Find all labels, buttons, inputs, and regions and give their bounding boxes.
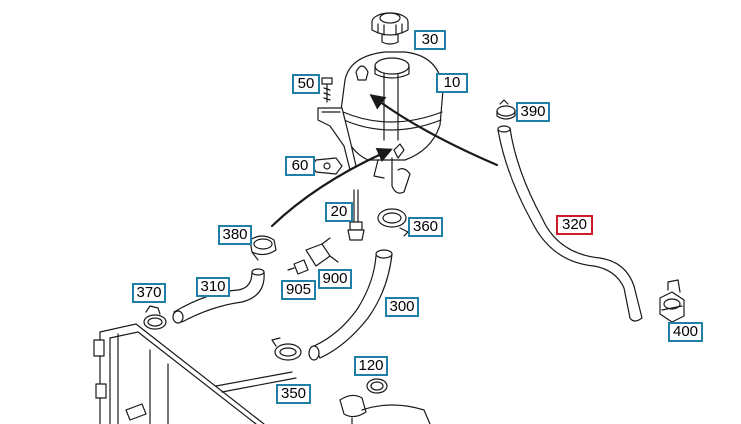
flow-arrow-feed [270, 147, 393, 228]
callout-400[interactable]: 400 [668, 322, 703, 342]
clamp-350-part [271, 337, 302, 361]
callout-370[interactable]: 370 [132, 283, 166, 303]
clamp-380-part [249, 235, 277, 261]
callout-360[interactable]: 360 [408, 217, 443, 237]
callout-310[interactable]: 310 [196, 277, 230, 297]
hose-300-part [308, 249, 393, 361]
callout-350[interactable]: 350 [276, 384, 311, 404]
o-ring-part [366, 378, 388, 394]
filler-cap-part [371, 12, 409, 45]
clamp-360-part [377, 208, 409, 237]
callout-900[interactable]: 900 [318, 269, 352, 289]
flow-arrow-return [369, 94, 499, 167]
bolt-part [321, 77, 333, 103]
clamp-400-part [659, 279, 685, 323]
radiator-part [93, 323, 297, 424]
callout-390[interactable]: 390 [516, 102, 550, 122]
pipe-fragment-part [339, 394, 431, 424]
clamp-370-part [143, 305, 167, 330]
callout-50[interactable]: 50 [292, 74, 320, 94]
callout-120[interactable]: 120 [354, 356, 388, 376]
seal-plate-part [311, 157, 343, 175]
callout-10[interactable]: 10 [436, 73, 468, 93]
sensor-20-part [347, 189, 365, 241]
clamp-390-part [496, 99, 516, 120]
callout-30[interactable]: 30 [414, 30, 446, 50]
valve-900-part [287, 237, 339, 275]
flow-arrows [270, 94, 499, 228]
hose-320-part [497, 125, 643, 322]
callout-20[interactable]: 20 [325, 202, 353, 222]
callout-905[interactable]: 905 [281, 280, 316, 300]
expansion-tank-part [317, 51, 444, 194]
callout-60[interactable]: 60 [285, 156, 315, 176]
callout-300[interactable]: 300 [385, 297, 419, 317]
callout-320[interactable]: 320 [556, 215, 593, 235]
callout-380[interactable]: 380 [218, 225, 252, 245]
